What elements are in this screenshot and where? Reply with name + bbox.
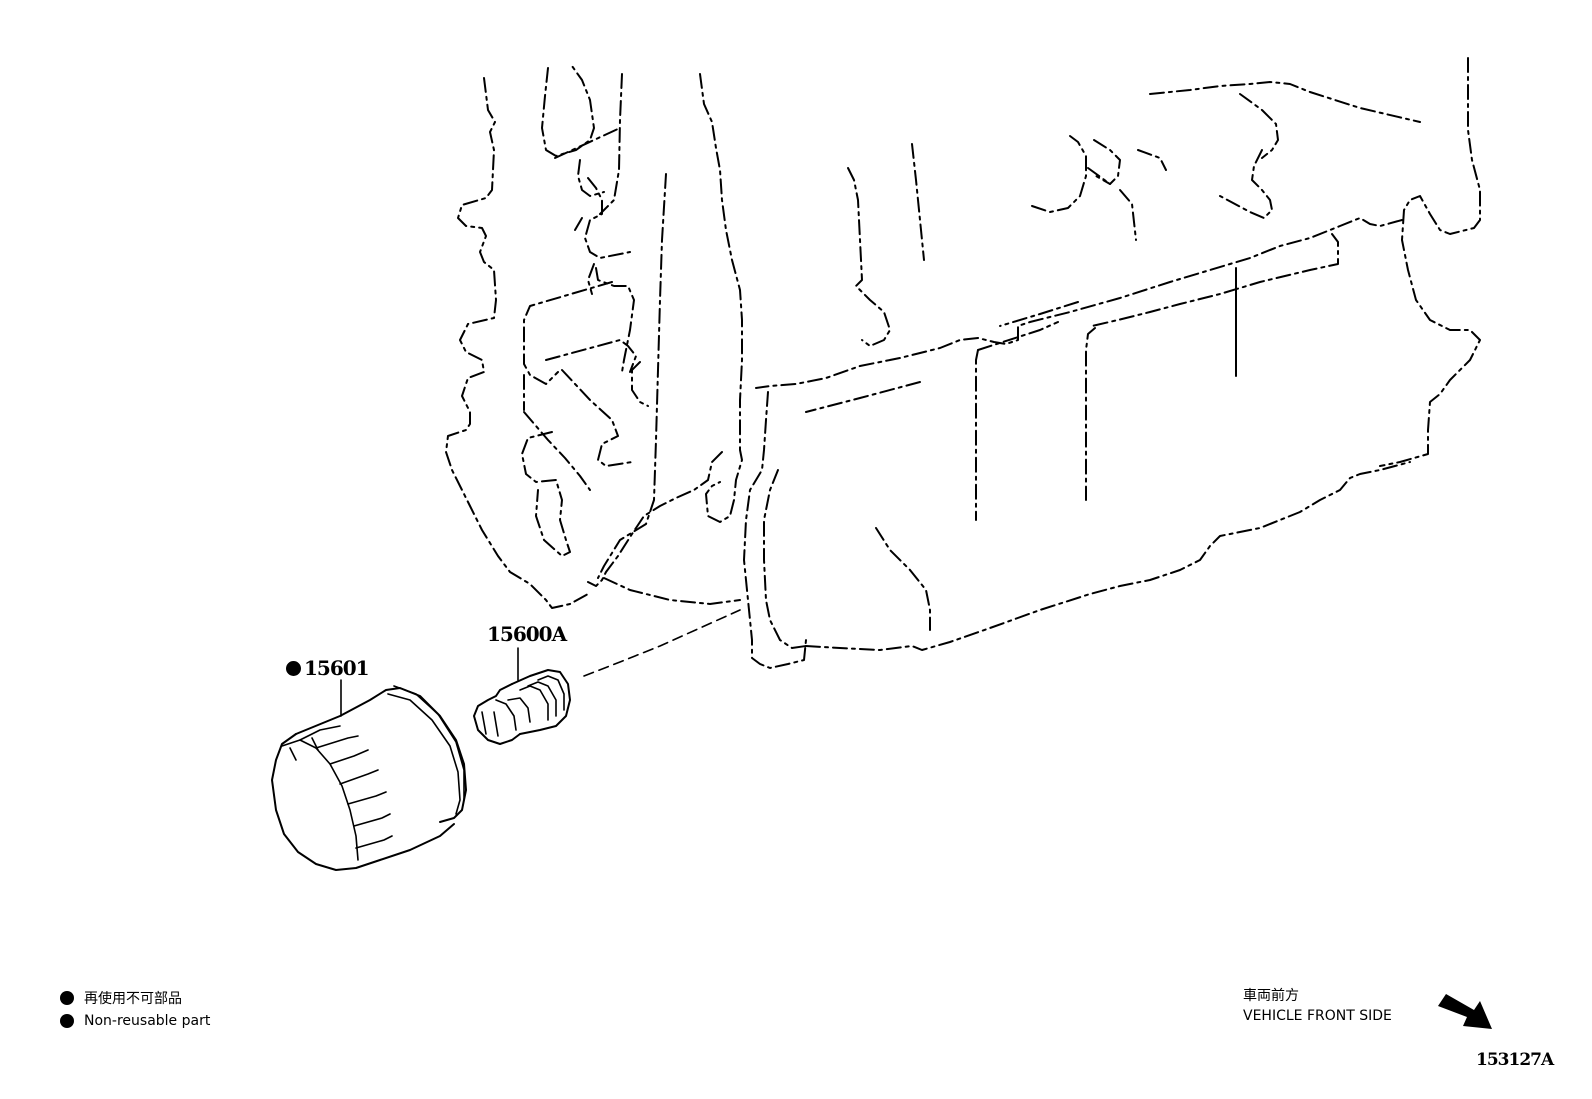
engine-block-outline	[743, 57, 1481, 669]
filled-circle-icon	[60, 1014, 74, 1028]
arrow-down-right-icon	[1438, 994, 1492, 1029]
legend-text-en: Non-reusable part	[84, 1013, 211, 1029]
assembly-centerline	[583, 609, 741, 677]
vehicle-front-label: 車両前方 VEHICLE FRONT SIDE	[1243, 986, 1392, 1026]
figure-id: 153127A	[1476, 1050, 1554, 1070]
filled-circle-icon	[60, 991, 74, 1005]
part-number-15601: 15601	[304, 656, 370, 680]
part-label-15601: 15601	[286, 656, 370, 680]
part-number-15600A: 15600A	[487, 622, 567, 646]
legend-text-jp: 再使用不可部品	[84, 991, 182, 1007]
legend-row-en: Non-reusable part	[60, 1013, 210, 1029]
legend-row-jp: 再使用不可部品	[60, 988, 182, 1008]
oil-filter-union	[473, 647, 571, 745]
timing-cover-outline	[445, 65, 743, 609]
vehicle-front-text-jp: 車両前方	[1243, 988, 1299, 1004]
vehicle-front-text-en: VEHICLE FRONT SIDE	[1243, 1008, 1392, 1024]
non-reusable-marker-icon	[286, 661, 301, 676]
oil-filter	[271, 679, 467, 871]
part-label-15600A: 15600A	[487, 622, 567, 646]
